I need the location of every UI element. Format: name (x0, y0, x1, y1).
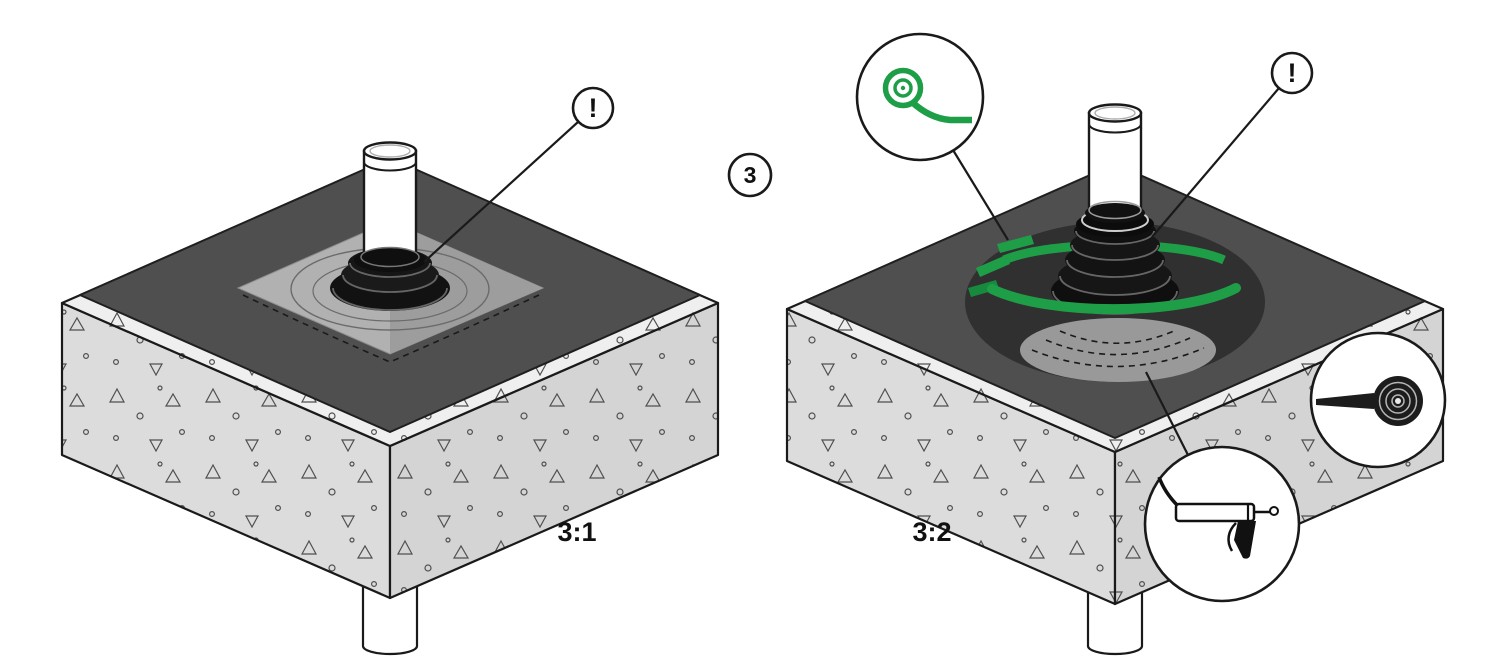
panel-label-3-2: 3:2 (912, 517, 951, 547)
step-badge: 3 (727, 152, 773, 198)
warning-circle (571, 86, 615, 130)
green-tape-callout (855, 32, 1034, 253)
warning-icon: ! (589, 93, 598, 123)
leader-line (952, 149, 1009, 241)
boot-collar (354, 248, 426, 272)
caulk-gun-icon (1157, 476, 1279, 559)
panel-step-3-1: ! 3:1 (60, 86, 720, 656)
applied-green-tape-front (987, 283, 1241, 315)
step-number: 3 (744, 162, 757, 188)
leader-line (423, 121, 579, 263)
sealant-fillet (1020, 318, 1216, 382)
panel-label-3-1: 3:1 (557, 517, 596, 547)
leader-line (1151, 87, 1280, 238)
black-roll-callout (1309, 331, 1447, 469)
panel-step-3-2: ! (785, 32, 1447, 656)
warning-callout-3-1: ! (423, 86, 615, 263)
patch-hidden-edge-dashed (242, 294, 540, 363)
green-tape-roll-icon (882, 67, 972, 124)
green-tape-tail (997, 235, 1034, 253)
warning-circle (1270, 51, 1314, 95)
leader-line (1145, 371, 1189, 456)
black-tape-roll-icon (1316, 376, 1423, 426)
caulk-gun-callout (1143, 371, 1301, 603)
warning-icon: ! (1288, 58, 1297, 88)
vent-pipe (1076, 103, 1154, 237)
vent-pipe (354, 141, 426, 272)
warning-callout-3-2: ! (1151, 51, 1314, 238)
